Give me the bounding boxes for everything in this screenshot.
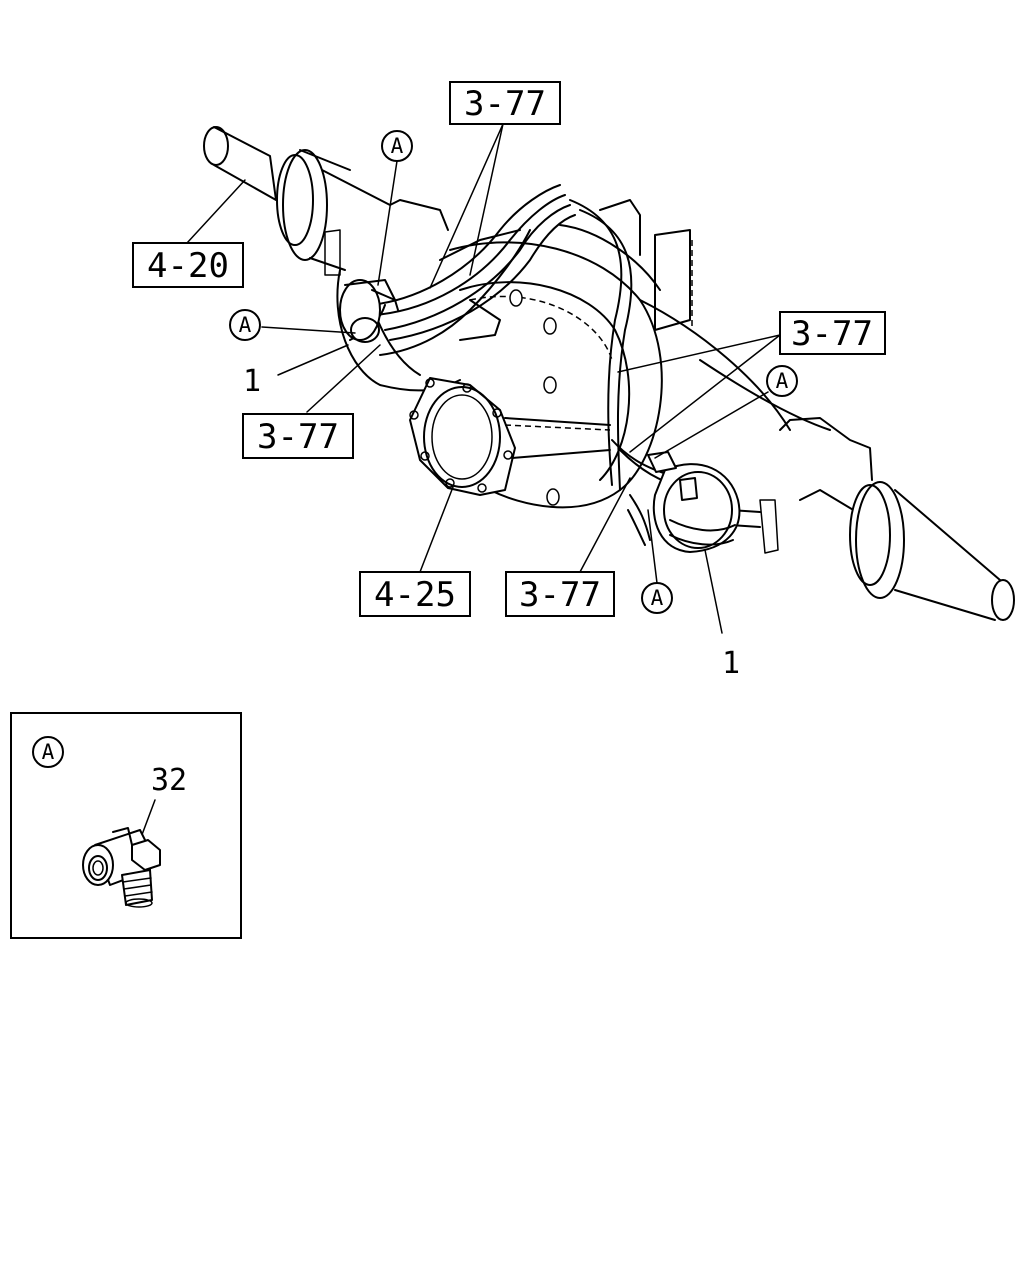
drive-flange xyxy=(409,377,611,496)
circle-a-left-label: A xyxy=(239,313,252,337)
ref-label-3-77-bottom: 3-77 xyxy=(519,575,601,615)
ref-label-3-77-right: 3-77 xyxy=(791,314,873,354)
circle-a-right: A xyxy=(766,365,798,397)
ref-box-4-20: 4-20 xyxy=(132,242,244,288)
housing-studs xyxy=(509,289,560,506)
right-brake-chamber xyxy=(627,451,741,553)
ref-box-3-77-right: 3-77 xyxy=(779,311,886,355)
elbow-fitting xyxy=(82,827,161,908)
circle-a-bottom: A xyxy=(641,582,673,614)
ref-box-3-77-bottom: 3-77 xyxy=(505,571,615,617)
circle-a-bottom-label: A xyxy=(651,586,664,610)
part-number-1-right: 1 xyxy=(722,646,740,681)
ref-box-3-77-left: 3-77 xyxy=(242,413,354,459)
ref-label-3-77-left: 3-77 xyxy=(257,417,339,457)
left-axle-shaft xyxy=(203,126,449,276)
inset-label-a: A xyxy=(42,740,55,764)
circle-a-left: A xyxy=(229,309,261,341)
right-axle-shaft xyxy=(599,199,1015,621)
ref-box-4-25: 4-25 xyxy=(359,571,471,617)
circle-a-right-label: A xyxy=(776,369,789,393)
ref-label-4-20: 4-20 xyxy=(147,246,229,286)
ref-box-3-77-top: 3-77 xyxy=(449,81,561,125)
leader-lines xyxy=(186,123,781,634)
left-brake-chamber xyxy=(339,279,399,343)
brake-hoses xyxy=(349,184,686,491)
differential-housing xyxy=(336,224,663,509)
ref-label-4-25: 4-25 xyxy=(374,575,456,615)
detail-inset-a: A 32 xyxy=(10,712,242,939)
circle-a-top-label: A xyxy=(391,134,404,158)
ref-label-3-77-top: 3-77 xyxy=(464,84,546,124)
inset-part-number-32: 32 xyxy=(151,763,187,798)
circle-a-top: A xyxy=(381,130,413,162)
part-number-1-left: 1 xyxy=(243,364,261,399)
